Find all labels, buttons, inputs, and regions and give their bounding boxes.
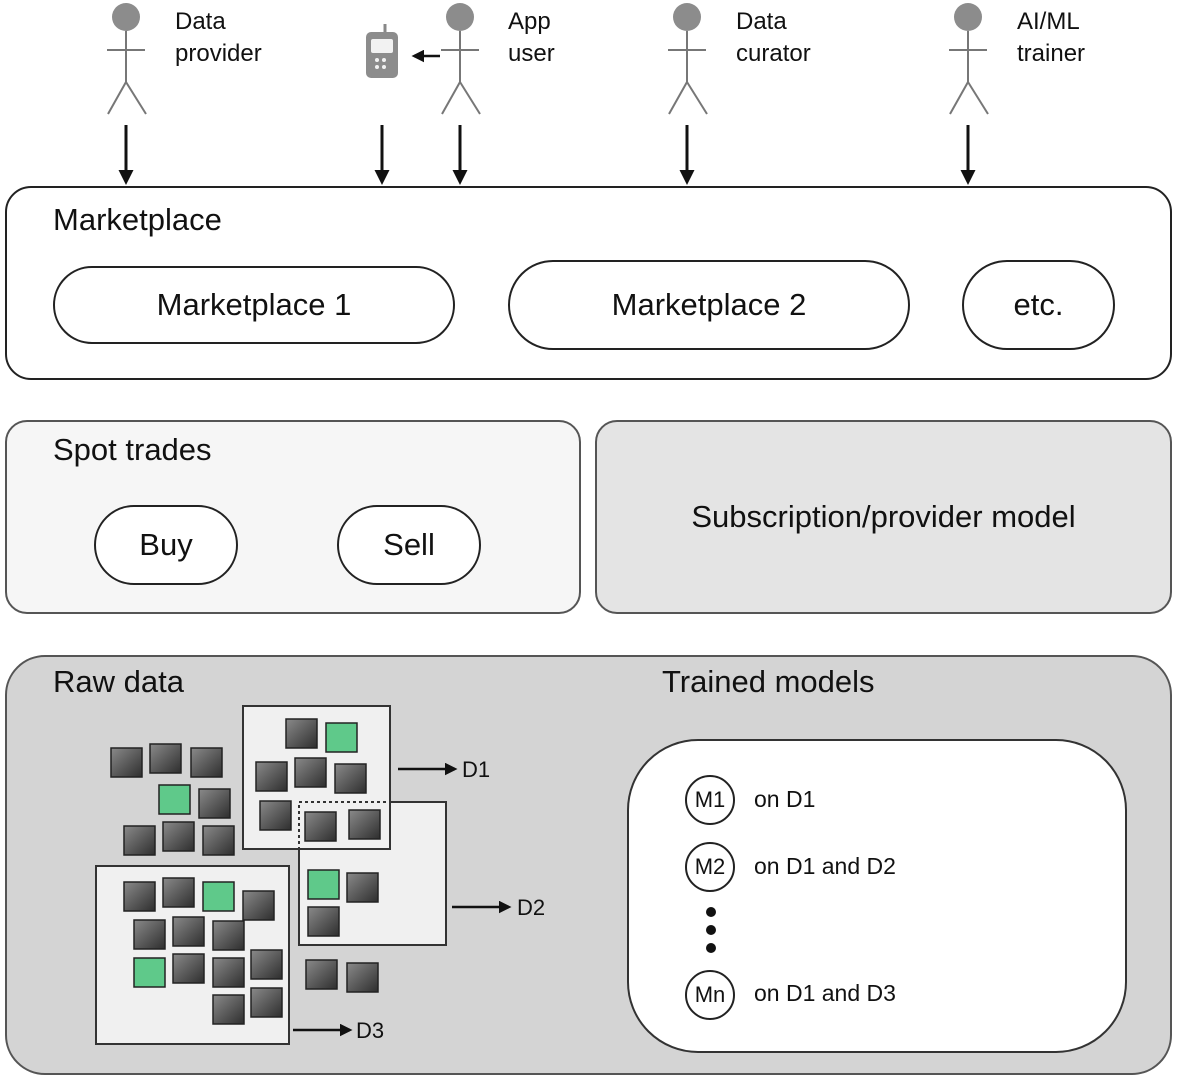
marketplace-1-pill: Marketplace 1 (53, 266, 455, 344)
actor-ai-ml-trainer-label: AI/ML trainer (1017, 6, 1085, 70)
data-block (198, 788, 231, 819)
person-icon (949, 3, 989, 115)
marketplace-2-pill: Marketplace 2 (508, 260, 910, 350)
person-icon (441, 3, 481, 115)
data-block (162, 877, 195, 908)
data-block (250, 949, 283, 980)
data-block (285, 718, 318, 749)
buy-pill: Buy (94, 505, 238, 585)
person-icon (107, 3, 147, 115)
person-icon (668, 3, 708, 115)
marketplace-title: Marketplace (53, 202, 222, 237)
data-block (123, 825, 156, 856)
trained-models-title: Trained models (662, 664, 875, 699)
data-block (162, 821, 195, 852)
data-block (110, 747, 143, 778)
dataset-d2-label: D2 (517, 895, 546, 920)
actor-label-line: Data (175, 8, 226, 35)
actor-label-line: AI/ML (1017, 8, 1080, 35)
actor-data-curator-label: Data curator (736, 6, 811, 70)
model-m2-desc: on D1 and D2 (754, 853, 896, 879)
data-block (172, 916, 205, 947)
data-block (250, 987, 283, 1018)
dataset-d3-label: D3 (356, 1018, 385, 1043)
data-block (133, 919, 166, 950)
raw-data-title: Raw data (53, 664, 184, 699)
actor-label-line: provider (175, 40, 262, 67)
model-mn-desc: on D1 and D3 (754, 980, 896, 1006)
marketplace-etc-pill: etc. (962, 260, 1115, 350)
data-block (348, 809, 381, 840)
model-mn-circle: Mn (685, 970, 735, 1020)
data-block (346, 872, 379, 903)
data-block (242, 890, 275, 921)
data-block (190, 747, 223, 778)
spot-trades-panel (5, 420, 581, 614)
trained-models-box (627, 739, 1127, 1053)
data-block (307, 869, 340, 900)
actor-label-line: Data (736, 8, 787, 35)
model-m2-circle: M2 (685, 842, 735, 892)
data-block (212, 994, 245, 1025)
subscription-label: Subscription/provider model (691, 499, 1076, 534)
data-block (294, 757, 327, 788)
spot-trades-title: Spot trades (53, 432, 212, 467)
actor-label-line: trainer (1017, 40, 1086, 67)
data-block (212, 957, 245, 988)
actor-data-provider-label: Data provider (175, 6, 262, 70)
data-block (346, 962, 379, 993)
data-block (149, 743, 182, 774)
data-block (123, 881, 156, 912)
data-block (259, 800, 292, 831)
dataset-d1-label: D1 (462, 757, 491, 782)
data-block (305, 959, 338, 990)
data-block (334, 763, 367, 794)
dataset-overlap-frame (298, 801, 391, 850)
data-block (325, 722, 358, 753)
ellipsis-dots (706, 907, 716, 953)
mobile-phone-icon (366, 24, 398, 78)
data-block (202, 881, 235, 912)
data-block (304, 811, 337, 842)
actor-label-line: user (508, 40, 555, 67)
actor-label-line: curator (736, 40, 811, 67)
model-m1-circle: M1 (685, 775, 735, 825)
model-m1-desc: on D1 (754, 786, 816, 812)
actor-label-line: App (508, 8, 551, 35)
data-block (212, 920, 245, 951)
data-block (172, 953, 205, 984)
data-block (202, 825, 235, 856)
actor-app-user-label: App user (508, 6, 555, 70)
data-block (307, 906, 340, 937)
data-block (255, 761, 288, 792)
data-block (133, 957, 166, 988)
sell-pill: Sell (337, 505, 481, 585)
subscription-panel: Subscription/provider model (595, 420, 1172, 614)
data-block (158, 784, 191, 815)
